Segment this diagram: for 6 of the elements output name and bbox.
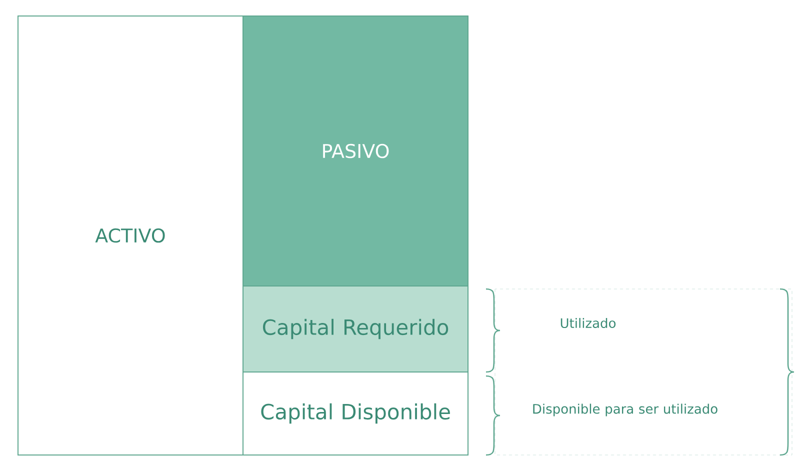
block: PASIVO [242, 16, 468, 286]
label: Disponible para ser utilizado [533, 404, 718, 416]
block: Capital Requerido [242, 286, 468, 372]
block: ACTIVO [18, 16, 244, 456]
block: Capital Disponible [242, 372, 468, 456]
label: Utilizado [560, 318, 616, 328]
